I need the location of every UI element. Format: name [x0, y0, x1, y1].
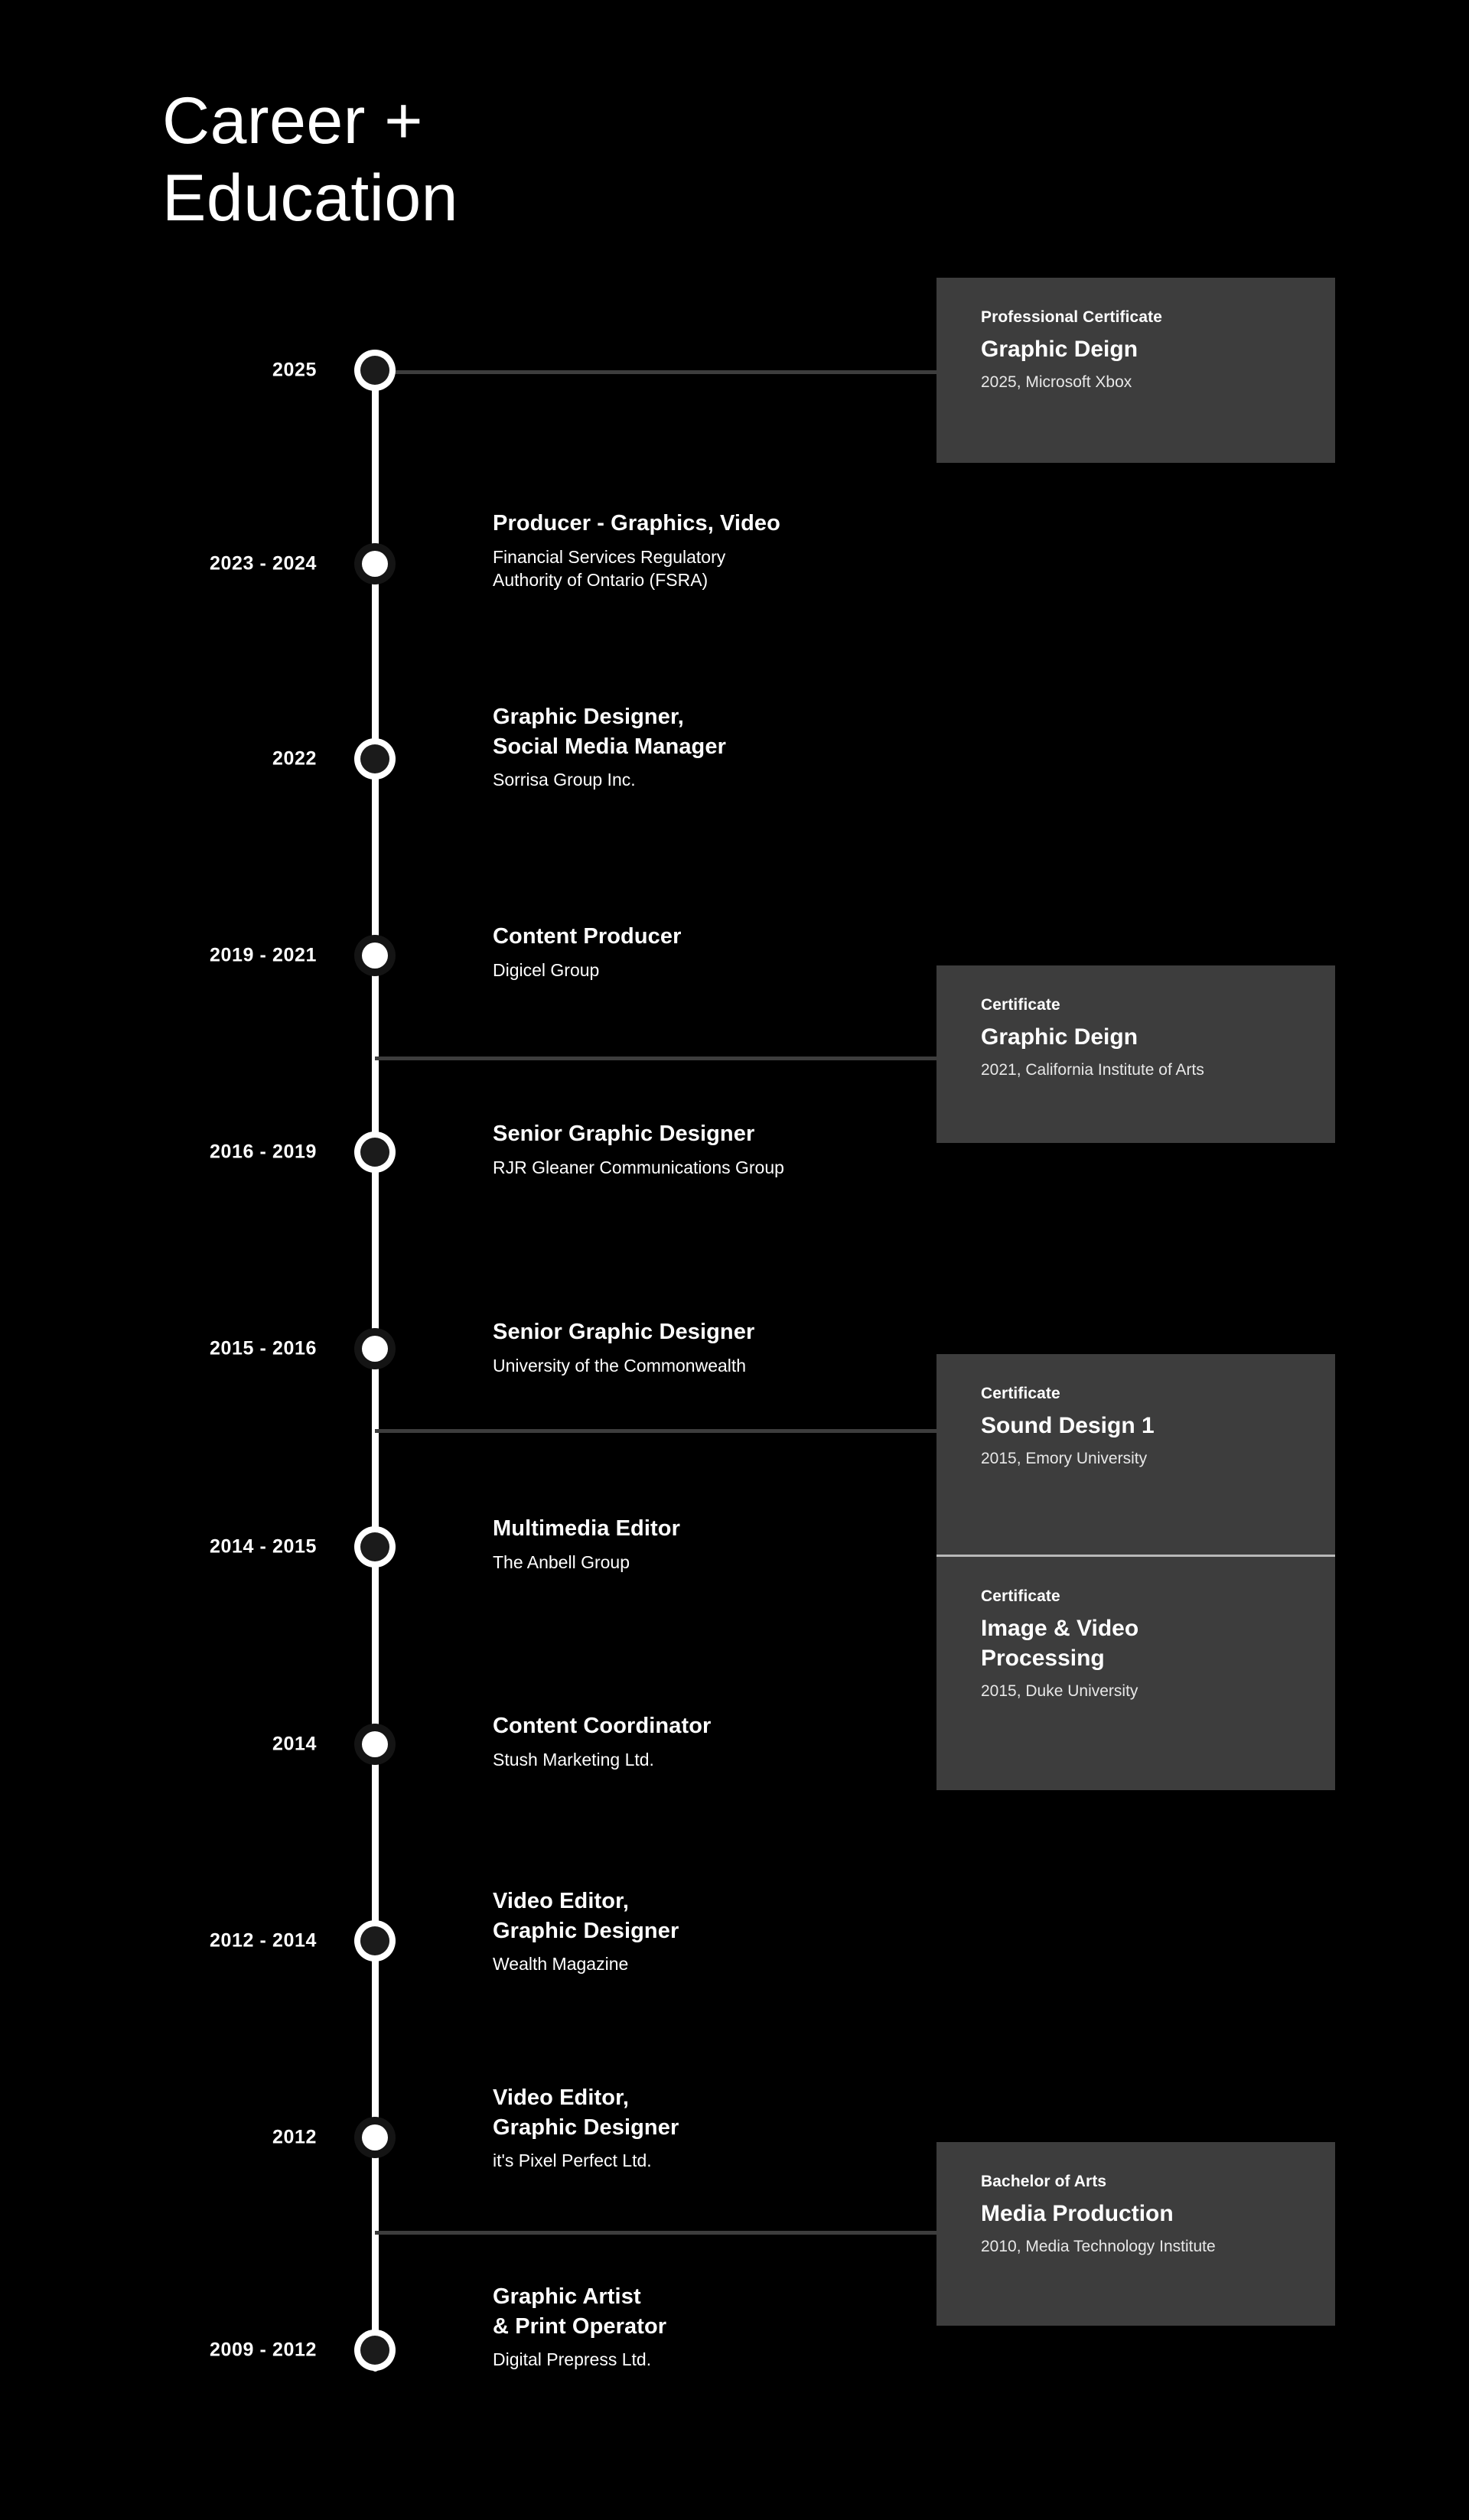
- job-title: Content Producer: [493, 924, 682, 949]
- connector-line-cert-5: [375, 2231, 938, 2235]
- timeline-entry[interactable]: Content Producer Digicel Group: [493, 922, 967, 982]
- job-organization: University of the Commonwealth: [493, 1355, 747, 1376]
- timeline-entry[interactable]: Senior Graphic Designer University of th…: [493, 1317, 967, 1377]
- certificate-meta: 2010, Media Technology Institute: [981, 2238, 1216, 2255]
- job-title: Multimedia Editor: [493, 1516, 680, 1541]
- certificate-kicker: Professional Certificate: [981, 308, 1162, 326]
- timeline-year-label: 2009 - 2012: [209, 2339, 317, 2361]
- timeline-year-label: 2014: [272, 1733, 317, 1755]
- certificate-card[interactable]: Certificate Image & Video Processing 201…: [936, 1557, 1335, 1790]
- timeline-dot[interactable]: [354, 1920, 396, 1962]
- certificate-card[interactable]: Professional Certificate Graphic Deign 2…: [936, 278, 1335, 463]
- timeline-dot[interactable]: [354, 1328, 396, 1369]
- job-title: Graphic Designer, Social Media Manager: [493, 705, 726, 759]
- job-title: Producer - Graphics, Video: [493, 511, 780, 536]
- timeline-entry[interactable]: Senior Graphic Designer RJR Gleaner Comm…: [493, 1119, 967, 1179]
- certificate-card-divider: [936, 1555, 1335, 1557]
- job-title: Video Editor, Graphic Designer: [493, 1889, 679, 1943]
- page-title: Career + Education: [162, 84, 459, 236]
- timeline-year-label: 2023 - 2024: [209, 552, 317, 575]
- timeline-entry[interactable]: Graphic Artist & Print Operator Digital …: [493, 2282, 967, 2372]
- timeline-year-label: 2015 - 2016: [209, 1337, 317, 1359]
- certificate-name: Image & Video Processing: [981, 1616, 1139, 1671]
- job-organization: Financial Services Regulatory Authority …: [493, 546, 726, 591]
- timeline-entry[interactable]: Video Editor, Graphic Designer Wealth Ma…: [493, 1887, 967, 1976]
- timeline-dot[interactable]: [354, 2330, 396, 2371]
- job-organization: it's Pixel Perfect Ltd.: [493, 2150, 652, 2171]
- timeline-dot[interactable]: [354, 2117, 396, 2158]
- certificate-meta: 2025, Microsoft Xbox: [981, 373, 1132, 391]
- timeline-year-label: 2025: [272, 359, 317, 381]
- certificate-card[interactable]: Certificate Sound Design 1 2015, Emory U…: [936, 1354, 1335, 1555]
- timeline-year-label: 2014 - 2015: [209, 1535, 317, 1558]
- certificate-name: Graphic Deign: [981, 337, 1138, 362]
- timeline-dot[interactable]: [354, 350, 396, 391]
- connector-line-cert-2: [375, 1057, 938, 1060]
- job-title: Video Editor, Graphic Designer: [493, 2085, 679, 2140]
- job-organization: Sorrisa Group Inc.: [493, 770, 636, 790]
- job-organization: RJR Gleaner Communications Group: [493, 1157, 784, 1177]
- job-organization: Wealth Magazine: [493, 1954, 629, 1975]
- timeline-year-label: 2022: [272, 747, 317, 770]
- certificate-kicker: Certificate: [981, 1385, 1060, 1402]
- certificate-name: Media Production: [981, 2201, 1174, 2226]
- certificate-meta: 2015, Emory University: [981, 1450, 1148, 1467]
- job-title: Senior Graphic Designer: [493, 1122, 755, 1146]
- connector-line-cert-3: [375, 1429, 938, 1433]
- timeline-entry[interactable]: Content Coordinator Stush Marketing Ltd.: [493, 1711, 967, 1771]
- timeline-year-label: 2016 - 2019: [209, 1141, 317, 1163]
- job-organization: The Anbell Group: [493, 1551, 630, 1572]
- timeline-dot[interactable]: [354, 738, 396, 780]
- job-title: Content Coordinator: [493, 1714, 712, 1738]
- certificate-kicker: Certificate: [981, 996, 1060, 1014]
- job-organization: Stush Marketing Ltd.: [493, 1749, 654, 1770]
- certificate-card[interactable]: Bachelor of Arts Media Production 2010, …: [936, 2142, 1335, 2326]
- timeline-dot[interactable]: [354, 935, 396, 976]
- timeline-entry[interactable]: Producer - Graphics, Video Financial Ser…: [493, 509, 967, 592]
- job-organization: Digicel Group: [493, 959, 600, 980]
- timeline-year-label: 2019 - 2021: [209, 944, 317, 966]
- timeline-entry[interactable]: Multimedia Editor The Anbell Group: [493, 1514, 967, 1574]
- job-organization: Digital Prepress Ltd.: [493, 2349, 652, 2370]
- timeline-year-label: 2012 - 2014: [209, 1929, 317, 1952]
- certificate-name: Sound Design 1: [981, 1413, 1155, 1438]
- job-title: Graphic Artist & Print Operator: [493, 2284, 667, 2339]
- certificate-kicker: Bachelor of Arts: [981, 2173, 1107, 2190]
- certificate-meta: 2021, California Institute of Arts: [981, 1061, 1204, 1079]
- timeline-dot[interactable]: [354, 543, 396, 584]
- certificate-meta: 2015, Duke University: [981, 1682, 1138, 1700]
- certificate-card[interactable]: Certificate Graphic Deign 2021, Californ…: [936, 965, 1335, 1143]
- connector-line-cert-1: [375, 370, 938, 374]
- timeline-year-label: 2012: [272, 2126, 317, 2148]
- timeline-dot[interactable]: [354, 1526, 396, 1568]
- job-title: Senior Graphic Designer: [493, 1320, 755, 1344]
- timeline-dot[interactable]: [354, 1131, 396, 1173]
- timeline-entry[interactable]: Video Editor, Graphic Designer it's Pixe…: [493, 2083, 967, 2173]
- timeline-dot[interactable]: [354, 1724, 396, 1765]
- certificate-kicker: Certificate: [981, 1587, 1060, 1605]
- certificate-name: Graphic Deign: [981, 1024, 1138, 1050]
- timeline-entry[interactable]: Graphic Designer, Social Media Manager S…: [493, 702, 967, 792]
